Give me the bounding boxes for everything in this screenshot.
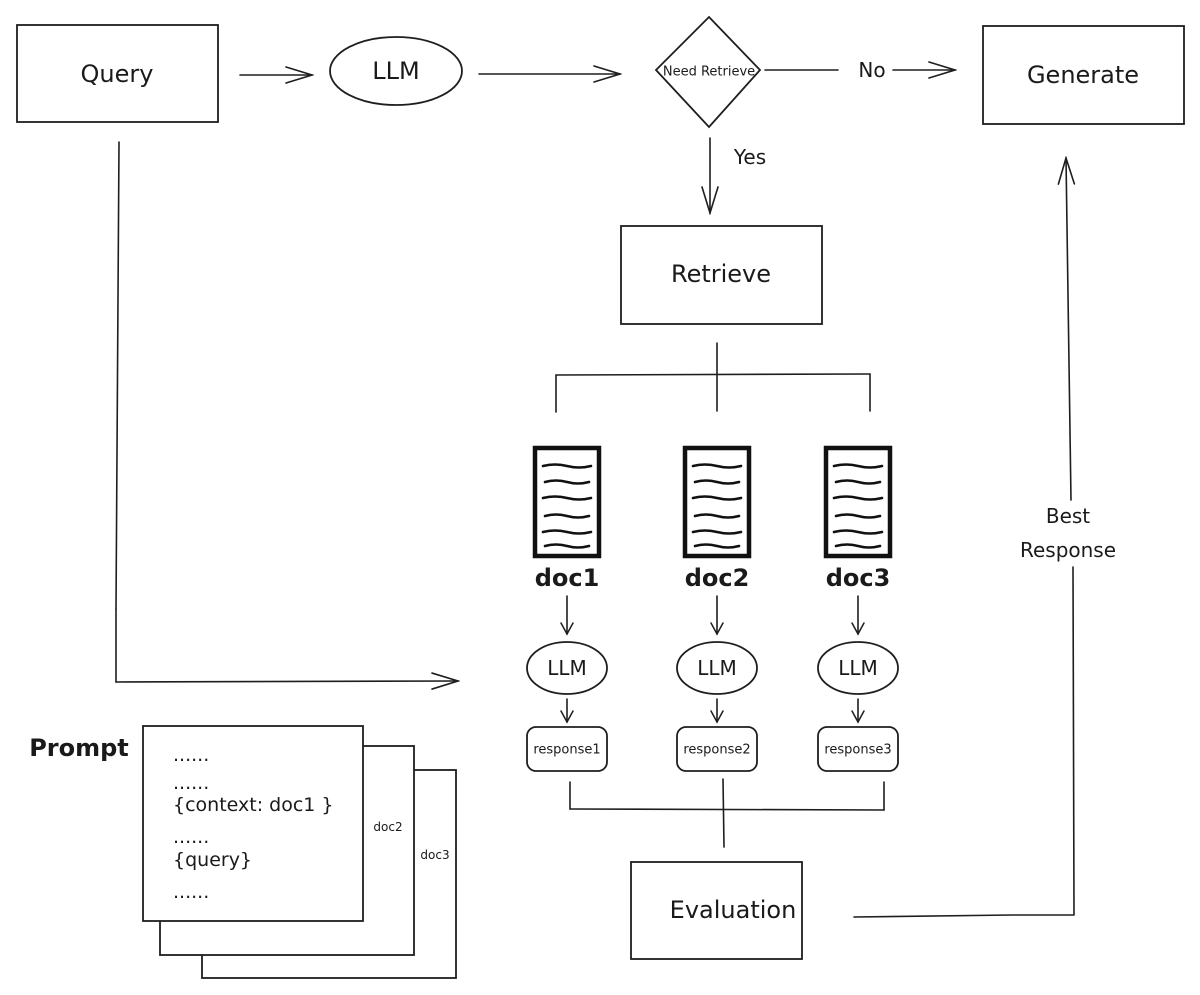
response-box	[676, 726, 758, 772]
retrieve-node: Retrieve	[620, 225, 823, 325]
prompt-line-6: ......	[173, 881, 209, 903]
llm-ellipse	[526, 641, 608, 695]
prompt-line-2: ......	[173, 772, 209, 794]
llm-top-node: LLM	[329, 36, 463, 106]
responses-merge-connector	[569, 778, 885, 848]
evaluation-label: Evaluation	[670, 896, 797, 924]
retrieve-label: Retrieve	[671, 260, 771, 288]
llm-label: LLM	[697, 656, 737, 680]
prompt-title: Prompt	[29, 734, 129, 762]
query-box	[16, 24, 219, 123]
yes-label: Yes	[733, 145, 766, 169]
llm-ellipse	[817, 641, 899, 695]
llm-top-ellipse	[329, 36, 463, 106]
response-box	[526, 726, 608, 772]
best-label: Best	[1046, 504, 1090, 528]
evaluation-box	[630, 861, 803, 960]
document-label: doc2	[685, 564, 750, 592]
response-label: response2	[683, 743, 750, 758]
best-response-arrow: Best Response	[853, 158, 1116, 918]
prompt-line-3: {context: doc1 }	[173, 794, 334, 816]
prompt-line-5: {query}	[173, 849, 252, 871]
prompt-line-1: ......	[173, 744, 209, 766]
decision-diamond	[654, 15, 762, 129]
document-label: doc1	[535, 564, 600, 592]
generate-label: Generate	[1027, 61, 1139, 89]
need-retrieve-label: Need Retrieve	[663, 65, 755, 80]
evaluation-node: Evaluation	[630, 861, 803, 960]
arrow-query-to-llms	[115, 681, 458, 682]
response-box	[817, 726, 899, 772]
prompt-stack: Prompt doc2 doc3 ...... ...... {context:…	[29, 725, 457, 979]
need-retrieve-decision: Need Retrieve	[654, 15, 762, 129]
llm-label: LLM	[838, 656, 878, 680]
response-label: response1	[533, 743, 600, 758]
llm-label: LLM	[547, 656, 587, 680]
generate-box	[982, 25, 1185, 125]
prompt-card-doc1	[142, 725, 364, 922]
document-label: doc3	[826, 564, 891, 592]
query-node: Query	[16, 24, 219, 123]
query-down-line	[115, 141, 120, 610]
no-label: No	[858, 58, 885, 82]
generate-node: Generate	[982, 25, 1185, 125]
prompt-stack-label-doc2: doc2	[373, 820, 402, 834]
retrieve-branch-connector	[555, 342, 871, 413]
llm-ellipse	[676, 641, 758, 695]
response-label: response3	[824, 743, 891, 758]
prompt-line-4: ......	[173, 826, 209, 848]
document-icon	[823, 445, 893, 559]
response-label: Response	[1020, 538, 1116, 562]
document-icon	[682, 445, 752, 559]
prompt-stack-label-doc3: doc3	[420, 848, 449, 862]
retrieve-box	[620, 225, 823, 325]
document-icon	[532, 445, 602, 559]
llm-top-label: LLM	[372, 57, 419, 85]
query-label: Query	[81, 60, 154, 88]
